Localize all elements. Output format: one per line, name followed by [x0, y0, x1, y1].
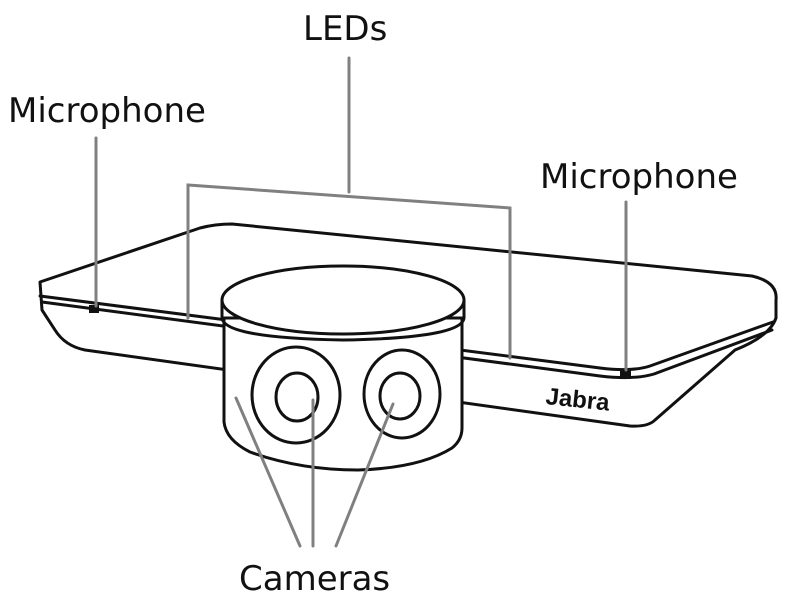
microphone-right-label: Microphone: [540, 157, 738, 197]
right-camera-lens-inner: [378, 371, 422, 421]
left-camera-lens-inner: [274, 371, 320, 423]
microphone-left-label: Microphone: [8, 91, 206, 131]
camera-housing: [222, 316, 464, 472]
camera-housing-top-side: [220, 298, 466, 342]
left-camera-lens-outer: [250, 345, 342, 445]
right-camera-lens-outer: [362, 348, 442, 440]
camera-housing-top: [220, 264, 466, 336]
device-bar-rim: [38, 294, 775, 372]
leds-label: LEDs: [303, 9, 388, 49]
right-microphone-port: [620, 370, 631, 379]
left-microphone-port: [89, 305, 99, 313]
leds-leader-line: [186, 56, 512, 360]
cameras-label: Cameras: [239, 559, 391, 599]
brand-logo: Jabra: [544, 383, 611, 417]
cameras-leader-line: [234, 396, 395, 548]
